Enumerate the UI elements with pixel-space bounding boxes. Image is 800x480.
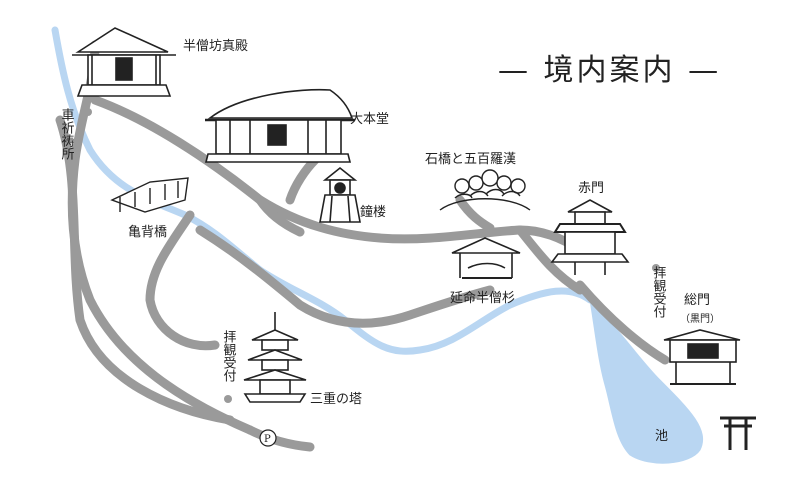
marker-dot-haikan-left [224, 395, 232, 403]
map-title: — 境内案内 — [498, 53, 721, 88]
akamon-gate-icon [550, 199, 630, 275]
label-sanju: 三重の塔 [310, 391, 362, 407]
marker-dot-kurumakito [84, 108, 92, 116]
rakan-statues-icon [439, 169, 531, 211]
pagoda-icon [243, 312, 307, 403]
label-shoro: 鐘楼 [360, 204, 386, 220]
label-enmei: 延命半僧杉 [450, 290, 515, 306]
daihondo-building-icon [204, 88, 355, 163]
label-haikan-left: 拝観受付 [221, 330, 237, 382]
bell-tower-icon [319, 166, 361, 223]
hanzobo-building-icon [72, 27, 176, 97]
label-kuromon: （黒門） [680, 313, 720, 325]
label-kamegashi: 亀背橋 [128, 225, 167, 240]
stream [51, 26, 594, 355]
parking-icon: P [259, 429, 277, 447]
torii-icon [720, 416, 756, 450]
label-akamon: 赤門 [578, 181, 604, 196]
parking-label: P [264, 434, 271, 445]
label-kurumakito: 車祈祷所 [59, 108, 75, 160]
paths [55, 40, 670, 452]
well-icon [451, 237, 521, 279]
label-somon: 総門 [684, 293, 710, 308]
somon-gate-icon [663, 329, 741, 385]
label-hanzobo: 半僧坊真殿 [183, 39, 248, 54]
bridge-icon [110, 177, 189, 213]
label-daihondo: 大本堂 [350, 112, 389, 127]
label-ishibashi: 石橋と五百羅漢 [425, 152, 516, 167]
label-ike: 池 [655, 429, 668, 444]
label-haikan-right: 拝観受付 [651, 266, 667, 318]
marker-dot-haikan-right [652, 264, 660, 272]
pond [589, 298, 704, 464]
